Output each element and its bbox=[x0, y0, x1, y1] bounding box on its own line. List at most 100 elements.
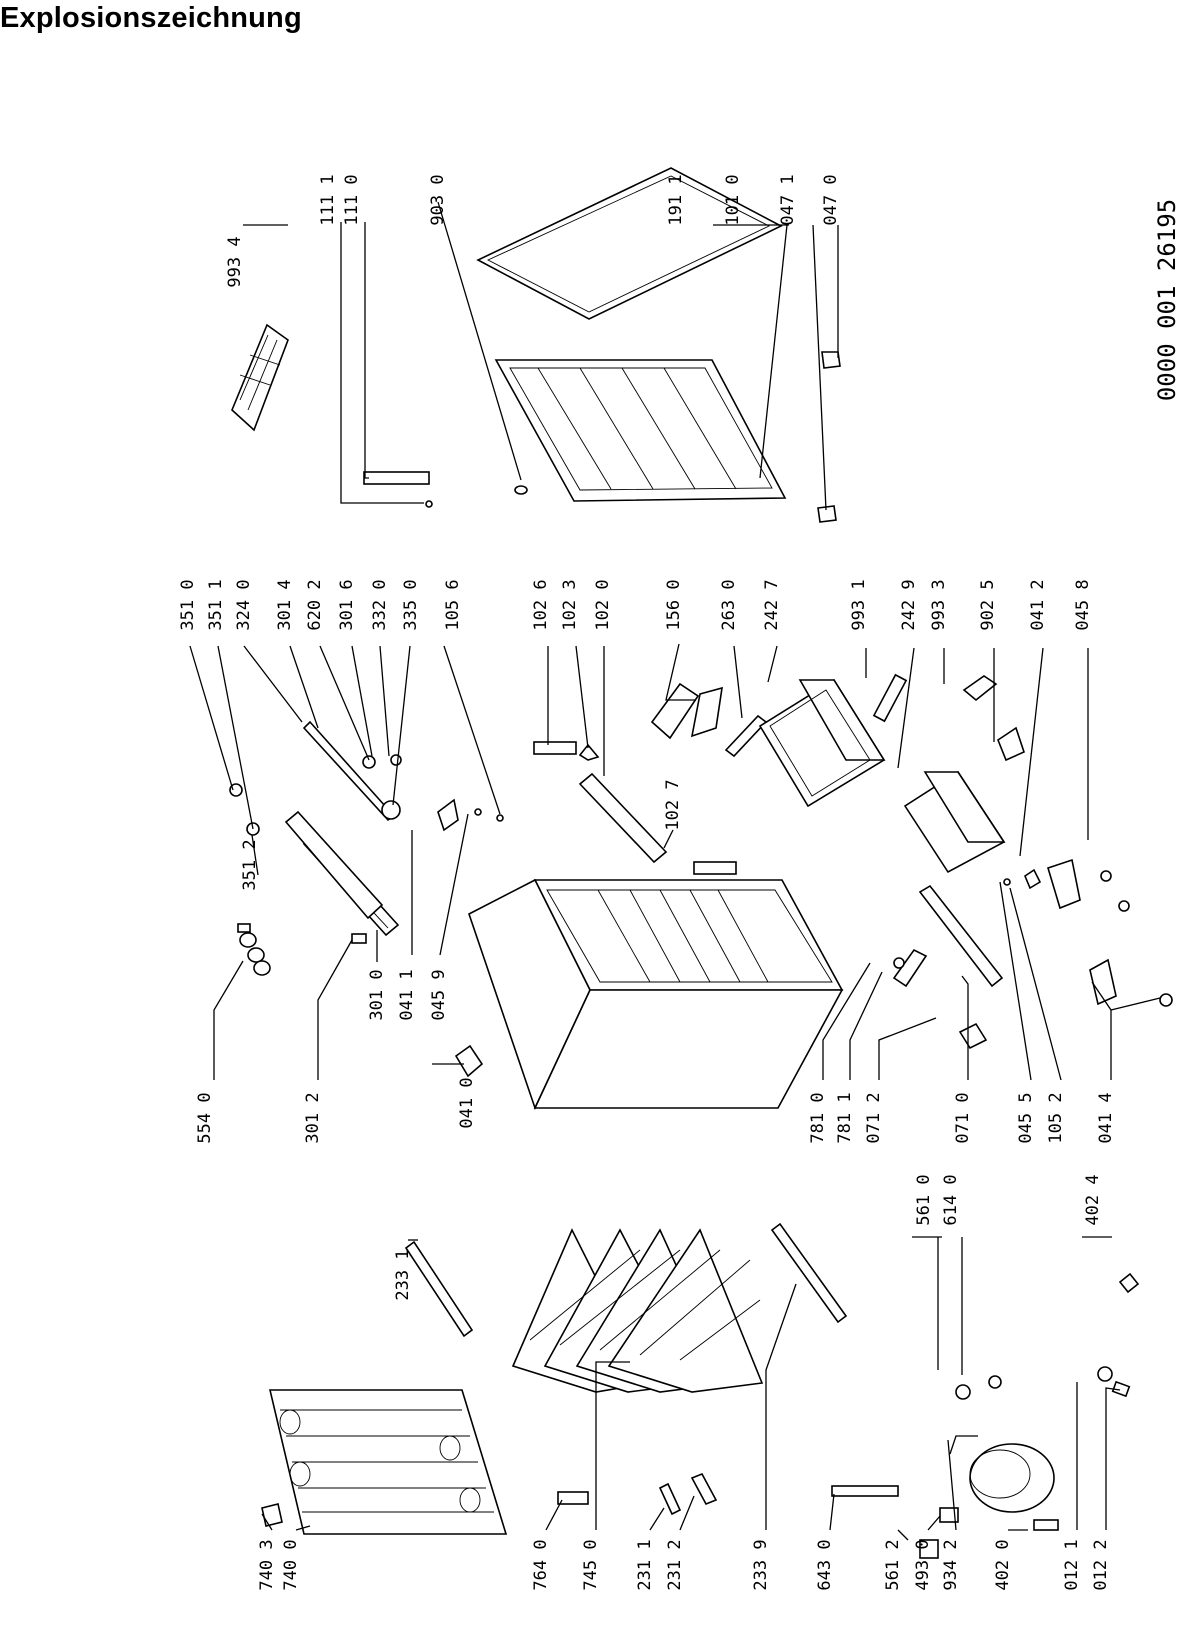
hinge-cap-drawing bbox=[1024, 868, 1042, 890]
upper-drawer-drawing bbox=[758, 678, 886, 808]
grommet-drawing bbox=[1097, 1366, 1113, 1382]
part-label: 993 1 bbox=[849, 579, 869, 630]
drawer-handle-drawing bbox=[872, 673, 908, 723]
freezer-door-drawing bbox=[494, 359, 787, 502]
part-label: 041 2 bbox=[1028, 579, 1048, 630]
relay-2-drawing bbox=[919, 1539, 939, 1559]
light-cover-drawing bbox=[724, 714, 768, 758]
hinge-pin-drawing bbox=[425, 500, 433, 508]
switch-drawing bbox=[390, 754, 402, 766]
screw-4-drawing bbox=[1118, 900, 1130, 912]
top-grill-drawing bbox=[404, 1240, 474, 1338]
part-label: 301 4 bbox=[275, 579, 295, 630]
part-label: 012 1 bbox=[1062, 1539, 1082, 1590]
screw-5-drawing bbox=[1003, 878, 1011, 886]
part-label: 902 5 bbox=[978, 579, 998, 630]
dial-drawing bbox=[381, 800, 401, 820]
part-label: 242 9 bbox=[899, 579, 919, 630]
part-label: 231 2 bbox=[665, 1539, 685, 1590]
knob-drawing bbox=[514, 485, 528, 495]
hinge-bracket-drawing bbox=[437, 798, 459, 832]
screw-6-drawing bbox=[1159, 993, 1173, 1007]
filter-frame-drawing bbox=[650, 682, 700, 740]
part-label: 402 4 bbox=[1083, 1174, 1103, 1225]
part-label: 301 2 bbox=[303, 1092, 323, 1143]
part-label: 012 2 bbox=[1091, 1539, 1111, 1590]
shelf-support-2-drawing bbox=[693, 861, 737, 875]
cover-plate-2-drawing bbox=[690, 1472, 718, 1506]
part-label: 993 3 bbox=[929, 579, 949, 630]
lower-drawer-drawing bbox=[903, 770, 1006, 874]
part-label: 233 9 bbox=[751, 1539, 771, 1590]
part-label: 764 0 bbox=[531, 1539, 551, 1590]
sleeve-drawing bbox=[1111, 1380, 1131, 1398]
part-label: 233 1 bbox=[393, 1249, 413, 1300]
screw-drawing bbox=[474, 808, 482, 816]
control-panel-drawing bbox=[284, 720, 400, 944]
part-label: 781 1 bbox=[835, 1092, 855, 1143]
part-label: 903 0 bbox=[428, 174, 448, 225]
hinge-drawing bbox=[363, 471, 430, 485]
part-label: 102 7 bbox=[663, 779, 683, 830]
overload-drawing bbox=[988, 1375, 1002, 1389]
clip-drawing bbox=[1118, 1272, 1140, 1294]
filter-mesh-drawing bbox=[690, 686, 723, 738]
part-label: 041 4 bbox=[1096, 1092, 1116, 1143]
hinge-lower-drawing bbox=[1047, 858, 1081, 910]
page-title: Explosionszeichnung bbox=[0, 2, 302, 34]
foot-lower-drawing bbox=[817, 505, 837, 523]
part-label: 111 0 bbox=[342, 174, 362, 225]
part-label: 351 1 bbox=[206, 579, 226, 630]
part-label: 101 0 bbox=[723, 174, 743, 225]
part-label: 045 9 bbox=[429, 969, 449, 1020]
condenser-drawing bbox=[268, 1389, 508, 1535]
part-labels: 993 4 111 1 111 0 903 0 191 1 101 0 047 … bbox=[178, 174, 1116, 1590]
cap-drawing bbox=[893, 957, 905, 969]
part-label: 045 5 bbox=[1016, 1092, 1036, 1143]
shelf-support-drawing bbox=[533, 741, 577, 755]
part-label: 242 7 bbox=[762, 579, 782, 630]
part-label: 332 0 bbox=[370, 579, 390, 630]
starter-drawing bbox=[955, 1384, 971, 1400]
drier-drawing bbox=[261, 1503, 283, 1527]
part-label: 781 0 bbox=[808, 1092, 828, 1143]
part-label: 105 2 bbox=[1046, 1092, 1066, 1143]
pipe-drawing bbox=[949, 1435, 978, 1455]
part-label: 561 0 bbox=[914, 1174, 934, 1225]
compressor-drawing bbox=[969, 1443, 1059, 1531]
bottom-grill-drawing bbox=[770, 1222, 848, 1324]
thermostat-drawing bbox=[237, 923, 271, 976]
part-label: 041 1 bbox=[397, 969, 417, 1020]
relay-drawing bbox=[939, 1507, 959, 1523]
part-label: 071 0 bbox=[953, 1092, 973, 1143]
cover-plate-drawing bbox=[658, 1482, 682, 1516]
lamp-drawing bbox=[229, 783, 243, 797]
part-label: 111 1 bbox=[318, 174, 338, 225]
part-label: 351 2 bbox=[240, 839, 260, 890]
terminal-block-drawing bbox=[831, 1485, 899, 1497]
filter-drier-drawing bbox=[557, 1491, 589, 1505]
label-plate-drawing bbox=[962, 675, 998, 702]
grille-drawing bbox=[892, 948, 928, 988]
part-label: 554 0 bbox=[195, 1092, 215, 1143]
part-label: 047 0 bbox=[821, 174, 841, 225]
screw-2-drawing bbox=[496, 814, 504, 822]
part-label: 561 2 bbox=[883, 1539, 903, 1590]
shelf-rail-drawing bbox=[578, 772, 668, 864]
document-number: 0000 001 26195 bbox=[1153, 199, 1181, 401]
foot-upper-drawing bbox=[821, 351, 841, 369]
part-label: 041 0 bbox=[457, 1077, 477, 1128]
part-label: 614 0 bbox=[941, 1174, 961, 1225]
part-label: 335 0 bbox=[401, 579, 421, 630]
cover-drawing bbox=[958, 1022, 988, 1050]
ice-tray-drawing bbox=[231, 323, 289, 432]
part-label: 993 4 bbox=[225, 236, 245, 287]
part-label: 071 2 bbox=[864, 1092, 884, 1143]
part-label: 102 0 bbox=[593, 579, 613, 630]
lower-hinge-drawing bbox=[454, 1044, 484, 1078]
part-label: 745 0 bbox=[581, 1539, 601, 1590]
part-label: 191 1 bbox=[666, 174, 686, 225]
shelves-drawing bbox=[511, 1228, 764, 1393]
part-label: 102 3 bbox=[560, 579, 580, 630]
